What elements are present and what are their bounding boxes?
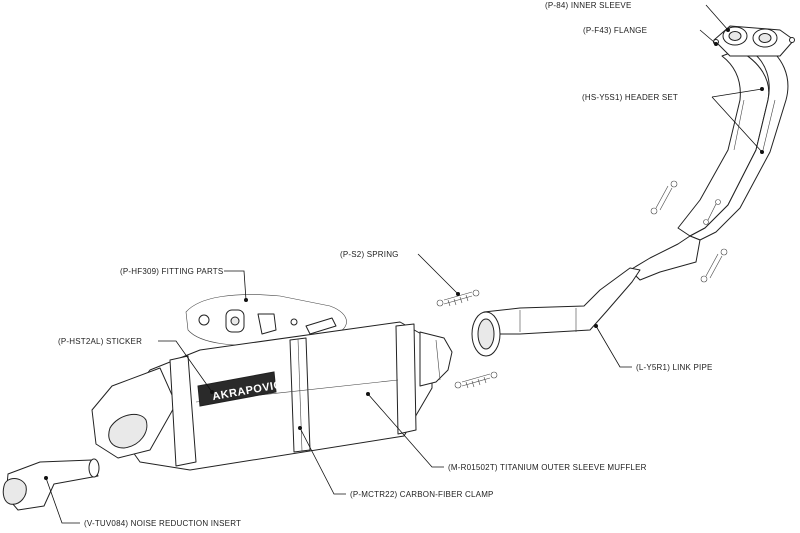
label-insert: (V-TUV084) NOISE REDUCTION INSERT [84, 519, 241, 528]
spring-lower [454, 371, 498, 389]
header-spring-1 [650, 180, 678, 215]
label-flange: (P-F43) FLANGE [583, 26, 647, 35]
part-labels: (P-84) INNER SLEEVE (P-F43) FLANGE (HS-Y… [58, 1, 713, 528]
fitting-parts [185, 294, 347, 346]
label-clamp: (P-MCTR22) CARBON-FIBER CLAMP [350, 490, 494, 499]
spring-upper [436, 289, 480, 307]
label-spring: (P-S2) SPRING [340, 250, 399, 259]
header-set [629, 41, 789, 283]
noise-reduction-insert [2, 458, 100, 511]
titanium-muffler: AKRAPOVIC [91, 321, 453, 471]
label-muffler: (M-R01502T) TITANIUM OUTER SLEEVE MUFFLE… [448, 463, 647, 472]
label-inner-sleeve: (P-84) INNER SLEEVE [545, 1, 632, 10]
label-sticker: (P-HST2AL) STICKER [58, 337, 142, 346]
label-link-pipe: (L-Y5R1) LINK PIPE [636, 363, 713, 372]
header-spring-3 [703, 199, 721, 225]
header-spring-2 [700, 248, 728, 283]
label-header-set: (HS-Y5S1) HEADER SET [582, 93, 678, 102]
label-fitting-parts: (P-HF309) FITTING PARTS [120, 267, 223, 276]
link-pipe [471, 267, 641, 357]
leader-lines [44, 4, 764, 524]
